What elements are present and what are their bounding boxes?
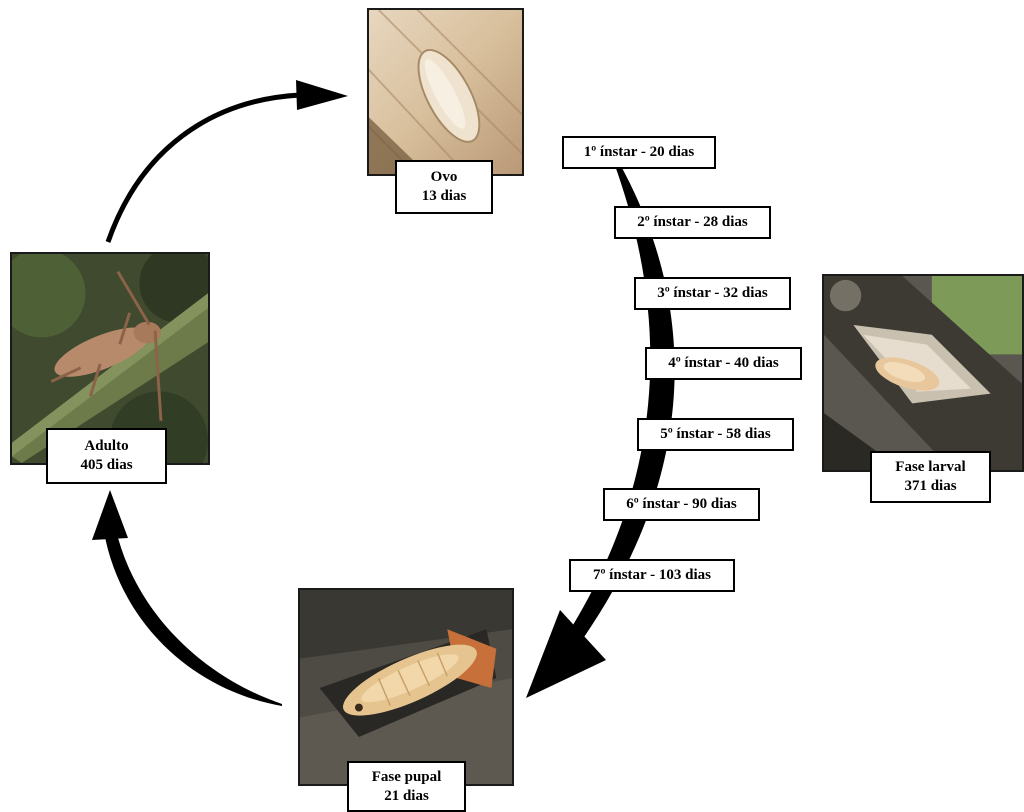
instar-label-1: 1º ínstar - 20 dias (562, 136, 716, 169)
adult-label: Adulto 405 dias (46, 428, 167, 484)
pupa-days: 21 dias (384, 787, 429, 806)
larva-photo (822, 274, 1024, 472)
pupa-name: Fase pupal (372, 768, 442, 787)
instar-label-2: 2º ínstar - 28 dias (614, 206, 771, 239)
larva-days: 371 dias (904, 477, 956, 496)
instar-label-3: 3º ínstar - 32 dias (634, 277, 791, 310)
larva-name: Fase larval (895, 458, 965, 477)
arrowhead-adult-to-egg (296, 80, 348, 110)
adult-days: 405 dias (80, 456, 132, 475)
instar-label-4: 4º ínstar - 40 dias (645, 347, 802, 380)
larva-label: Fase larval 371 dias (870, 451, 991, 503)
instar-label-5: 5º ínstar - 58 dias (637, 418, 794, 451)
egg-label: Ovo 13 dias (395, 160, 493, 214)
instar-label-6: 6º ínstar - 90 dias (603, 488, 760, 521)
egg-name: Ovo (431, 168, 458, 187)
arrowhead-pupa-to-adult (92, 490, 128, 540)
egg-photo (367, 8, 524, 176)
egg-days: 13 dias (422, 187, 467, 206)
arrow-pupa-to-adult (104, 530, 282, 706)
arrow-adult-to-egg (108, 95, 300, 242)
adult-name: Adulto (84, 437, 128, 456)
pupa-photo (298, 588, 514, 786)
instar-label-7: 7º ínstar - 103 dias (569, 559, 735, 592)
arrowhead-egg-to-pupa (526, 610, 606, 698)
pupa-label: Fase pupal 21 dias (347, 761, 466, 812)
